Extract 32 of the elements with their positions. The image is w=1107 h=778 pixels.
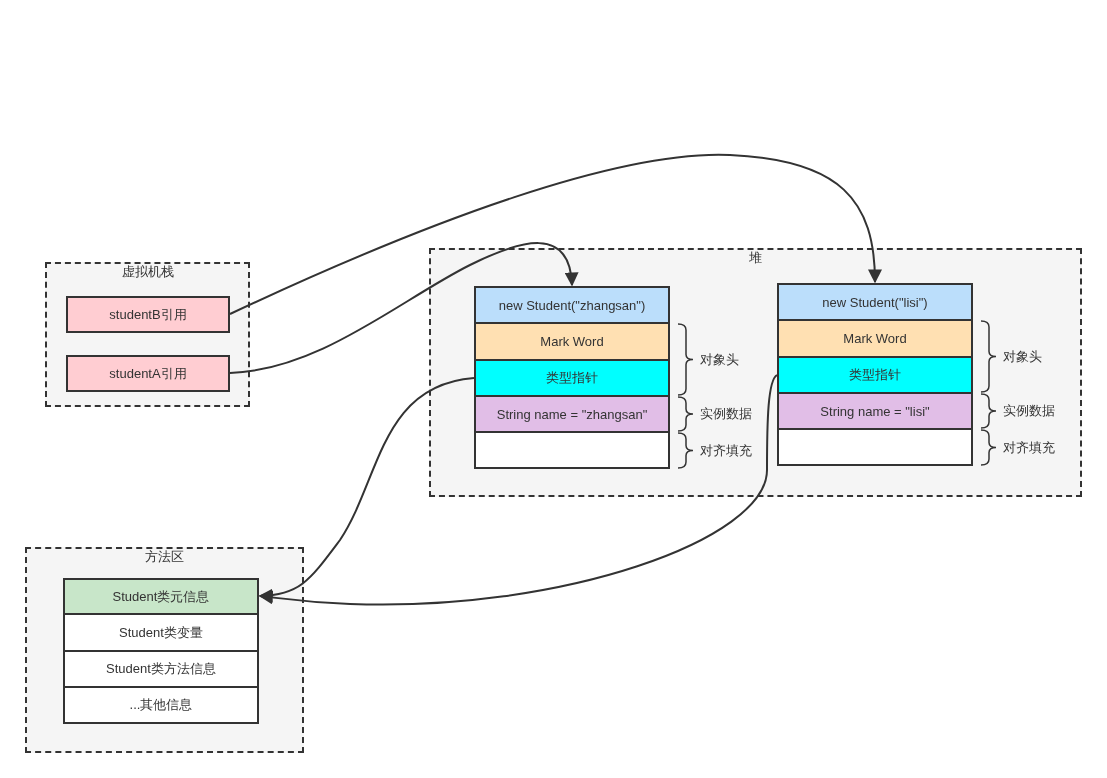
memory-cell: Mark Word [474, 322, 670, 361]
brace-label: 对齐填充 [700, 442, 752, 459]
memory-cell: studentA引用 [66, 355, 230, 392]
dashed-region [45, 262, 250, 407]
region-title: 虚拟机栈 [120, 264, 175, 280]
arrow [229, 154, 882, 315]
region-title: 堆 [748, 250, 763, 266]
memory-cell: Student类方法信息 [63, 650, 259, 688]
memory-cell: new Student("zhangsan") [474, 286, 670, 324]
memory-cell: Student类元信息 [63, 578, 259, 615]
memory-cell: String name = "zhangsan" [474, 395, 670, 433]
brace-label: 实例数据 [1003, 403, 1055, 419]
arrow [258, 377, 475, 603]
brace-label: 对象头 [1003, 348, 1042, 365]
dashed-region [25, 547, 304, 753]
arrow [258, 374, 778, 606]
memory-cell: Student类变量 [63, 613, 259, 652]
brace-label: 对齐填充 [1003, 439, 1055, 456]
arrow [229, 242, 578, 374]
memory-cell: studentB引用 [66, 296, 230, 333]
memory-cell: ...其他信息 [63, 686, 259, 724]
memory-cell: 类型指针 [777, 356, 973, 394]
empty-cell [474, 431, 670, 469]
region-title: 方法区 [144, 549, 185, 565]
empty-cell [777, 428, 973, 466]
memory-cell: Mark Word [777, 319, 973, 358]
memory-cell: 类型指针 [474, 359, 670, 397]
memory-cell: new Student("lisi") [777, 283, 973, 321]
brace-label: 对象头 [700, 351, 739, 368]
dashed-region [429, 248, 1082, 497]
memory-cell: String name = "lisi" [777, 392, 973, 430]
brace-label: 实例数据 [700, 406, 752, 422]
